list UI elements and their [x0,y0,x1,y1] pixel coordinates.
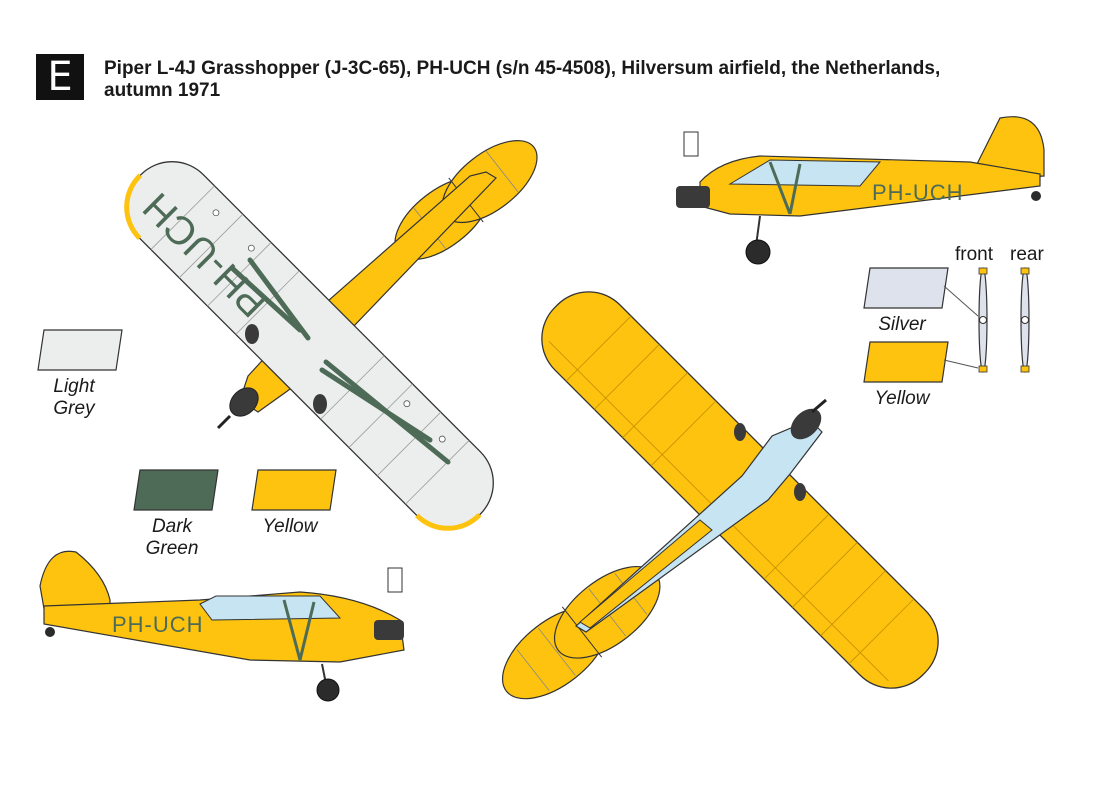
swatch-label-dark-green: Dark Green [132,516,212,560]
bottom-view [501,291,939,700]
swatch-label-silver: Silver [878,314,926,335]
profile-letter-badge: E [36,54,84,100]
title-line-2: autumn 1971 [104,80,221,101]
top-view: PH-UCH [124,139,538,531]
top-view-engine [216,324,327,430]
swatch-yellow-left [251,469,337,511]
propeller-front-label: front [955,244,994,265]
top-view-struts [229,257,451,465]
swatch-label-line: Green [145,538,199,559]
swatch-label-line: Dark [151,516,193,537]
left-side-registration: PH-UCH [112,612,204,637]
left-side-profile: PH-UCH [39,550,405,702]
swatch-label-yellow-right: Yellow [874,388,930,409]
swatch-label-line: Light [53,376,95,397]
swatch-label-light-grey: Light Grey [34,376,114,420]
title-line-1: Piper L-4J Grasshopper (J-3C-65), PH-UCH… [104,58,941,79]
engine-emblem-left [387,567,403,593]
right-side-profile: PH-UCH [676,116,1045,265]
swatch-silver [863,267,949,309]
swatch-yellow-right [863,341,949,383]
swatch-light-grey [37,329,123,371]
propeller-front [978,267,988,373]
right-side-registration: PH-UCH [872,180,964,205]
swatch-label-line: Grey [53,398,95,419]
swatch-dark-green [133,469,219,511]
propeller-rear-label: rear [1010,244,1044,265]
propeller-rear [1020,267,1030,373]
bottom-view-engine [734,398,827,501]
swatch-label-yellow-left: Yellow [262,516,318,537]
engine-emblem-right [683,131,699,157]
profile-title: Piper L-4J Grasshopper (J-3C-65), PH-UCH… [104,58,1064,102]
bottom-view-rear-fuselage [579,519,713,629]
